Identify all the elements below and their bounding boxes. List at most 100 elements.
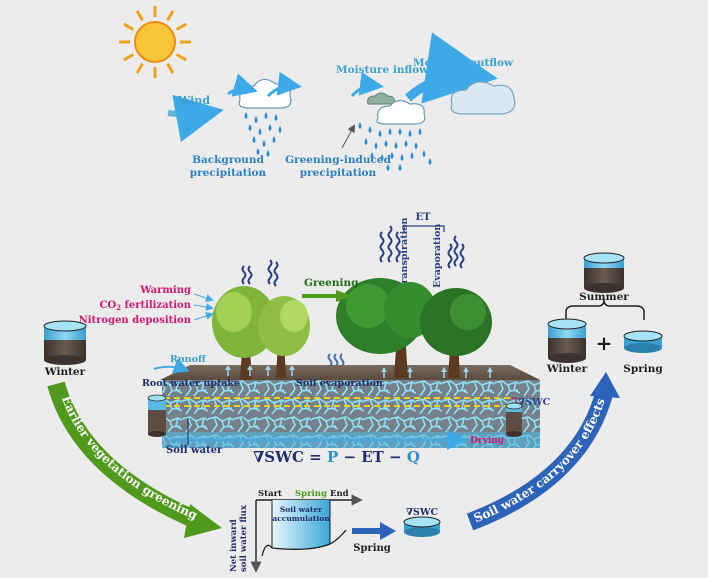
- rain-drop: [374, 142, 378, 149]
- background-precipitation-line2: precipitation: [190, 167, 267, 179]
- vapour-wiggle: [395, 231, 401, 263]
- rain-drop: [394, 142, 398, 149]
- soil-water-label: Soil water: [166, 445, 223, 456]
- tree-icons: [212, 278, 492, 380]
- rain-drop: [400, 154, 404, 161]
- vapour-wiggle: [241, 265, 247, 285]
- rain-cloud-icon: [376, 99, 426, 125]
- rain-drop: [264, 112, 268, 119]
- rain-drop: [378, 130, 382, 137]
- evaporation-label: Evaporation: [432, 224, 443, 288]
- inset-spring-arrow: [352, 522, 396, 540]
- uptake-arrow-head: [463, 367, 469, 372]
- sun-ray: [166, 10, 175, 22]
- uptake-arrow-head: [407, 367, 413, 372]
- vapour-wiggle: [379, 231, 385, 263]
- root-uptake-label: Root water uptake: [142, 378, 240, 389]
- moisture-inflow-arrow: [350, 71, 384, 97]
- sun-ray: [123, 53, 135, 62]
- vapour-wiggle: [247, 265, 253, 285]
- rain-drop: [390, 152, 394, 159]
- warming-label: Warming: [139, 285, 191, 296]
- greening-arrow: [302, 290, 352, 302]
- inset-accumulation-line2: accumulation: [272, 514, 330, 523]
- background-precipitation-line1: Background: [192, 154, 264, 166]
- rain-drop: [278, 126, 282, 133]
- uptake-arrow-head: [441, 367, 447, 372]
- driver-arrows: [193, 293, 214, 321]
- transpiration-label: Transpiration: [399, 217, 410, 290]
- runoff-arrow: [153, 358, 190, 374]
- uptake-arrow-head: [289, 365, 295, 370]
- sun-icon: [119, 6, 191, 78]
- summer-label: Summer: [579, 291, 629, 303]
- uptake-arrow-head: [225, 365, 231, 370]
- drying-label: Drying: [470, 436, 505, 446]
- sun-ray: [166, 62, 175, 74]
- sun-ray: [175, 22, 187, 31]
- rain-drop: [380, 154, 384, 161]
- rain-drop: [370, 152, 374, 159]
- rain-drops-greening: [358, 122, 432, 171]
- sun-ray: [135, 10, 144, 22]
- wind-arrow: [167, 94, 224, 143]
- rain-drop: [266, 150, 270, 157]
- spring-right-label: Spring: [623, 363, 663, 375]
- vapour-wiggle: [387, 225, 393, 263]
- rain-drop: [428, 158, 432, 165]
- spring-right-cylinder-icon: [623, 330, 663, 353]
- cloud-icon: [238, 78, 292, 109]
- carryover-arrow: [466, 372, 620, 531]
- left-soil-cylinder-icon: [147, 394, 167, 437]
- rain-drop: [358, 122, 362, 129]
- rain-drop: [272, 136, 276, 143]
- rain-drop: [274, 114, 278, 121]
- swc-marker-label: ∇SWC: [518, 397, 551, 408]
- moisture-outflow-arrow: [405, 32, 498, 104]
- rain-drop: [262, 140, 266, 147]
- inset-swc-cylinder-icon: [403, 516, 441, 537]
- pointer-arrow: [341, 124, 355, 149]
- inset-accumulation-line1: Soil water: [280, 505, 323, 514]
- rain-drop: [422, 150, 426, 157]
- moisture-outflow-label: Moisture outflow: [413, 57, 514, 69]
- inset-arrow-spring-label: Spring: [353, 543, 391, 554]
- vapour-wiggle: [267, 259, 273, 285]
- inset-swc-label: ∇SWC: [406, 507, 439, 518]
- rain-drops-background: [244, 112, 282, 157]
- wind-arrow-small: [227, 71, 302, 98]
- rain-drop: [386, 164, 390, 171]
- rain-drop: [258, 128, 262, 135]
- small-grey-cloud-icon: [367, 92, 395, 105]
- uptake-arrow-head: [265, 365, 271, 370]
- sun-ray: [175, 53, 187, 62]
- inset-end-label: End: [330, 489, 349, 499]
- winter-left-label: Winter: [44, 366, 86, 378]
- et-label: ET: [415, 212, 431, 223]
- rain-drop: [404, 140, 408, 147]
- uptake-arrow-head: [381, 367, 387, 372]
- rain-drop: [408, 130, 412, 137]
- rain-drop: [256, 148, 260, 155]
- outflow-cloud-icon: [450, 81, 516, 115]
- rain-drop: [364, 138, 368, 145]
- rain-drop: [398, 128, 402, 135]
- rain-drop: [384, 140, 388, 147]
- runoff-label: Runoff: [170, 354, 207, 365]
- inset-spring-label: Spring: [295, 489, 327, 499]
- summer-brace: [565, 299, 645, 320]
- vapour-wiggle-icons: [241, 225, 465, 373]
- vapour-wiggle: [273, 261, 279, 287]
- sun-ray: [123, 22, 135, 31]
- uptake-arrow-head: [487, 367, 493, 372]
- winter-right-label: Winter: [546, 363, 588, 375]
- inset-flux-plot: [250, 494, 363, 573]
- earlier-greening-arrow: [47, 381, 222, 538]
- uptake-arrows: [225, 365, 493, 378]
- winter-storage-cylinder-icon: [43, 320, 87, 365]
- right-soil-cylinder-icon: [505, 402, 523, 437]
- rain-drop: [244, 112, 248, 119]
- rain-drop: [368, 126, 372, 133]
- rain-drop: [418, 128, 422, 135]
